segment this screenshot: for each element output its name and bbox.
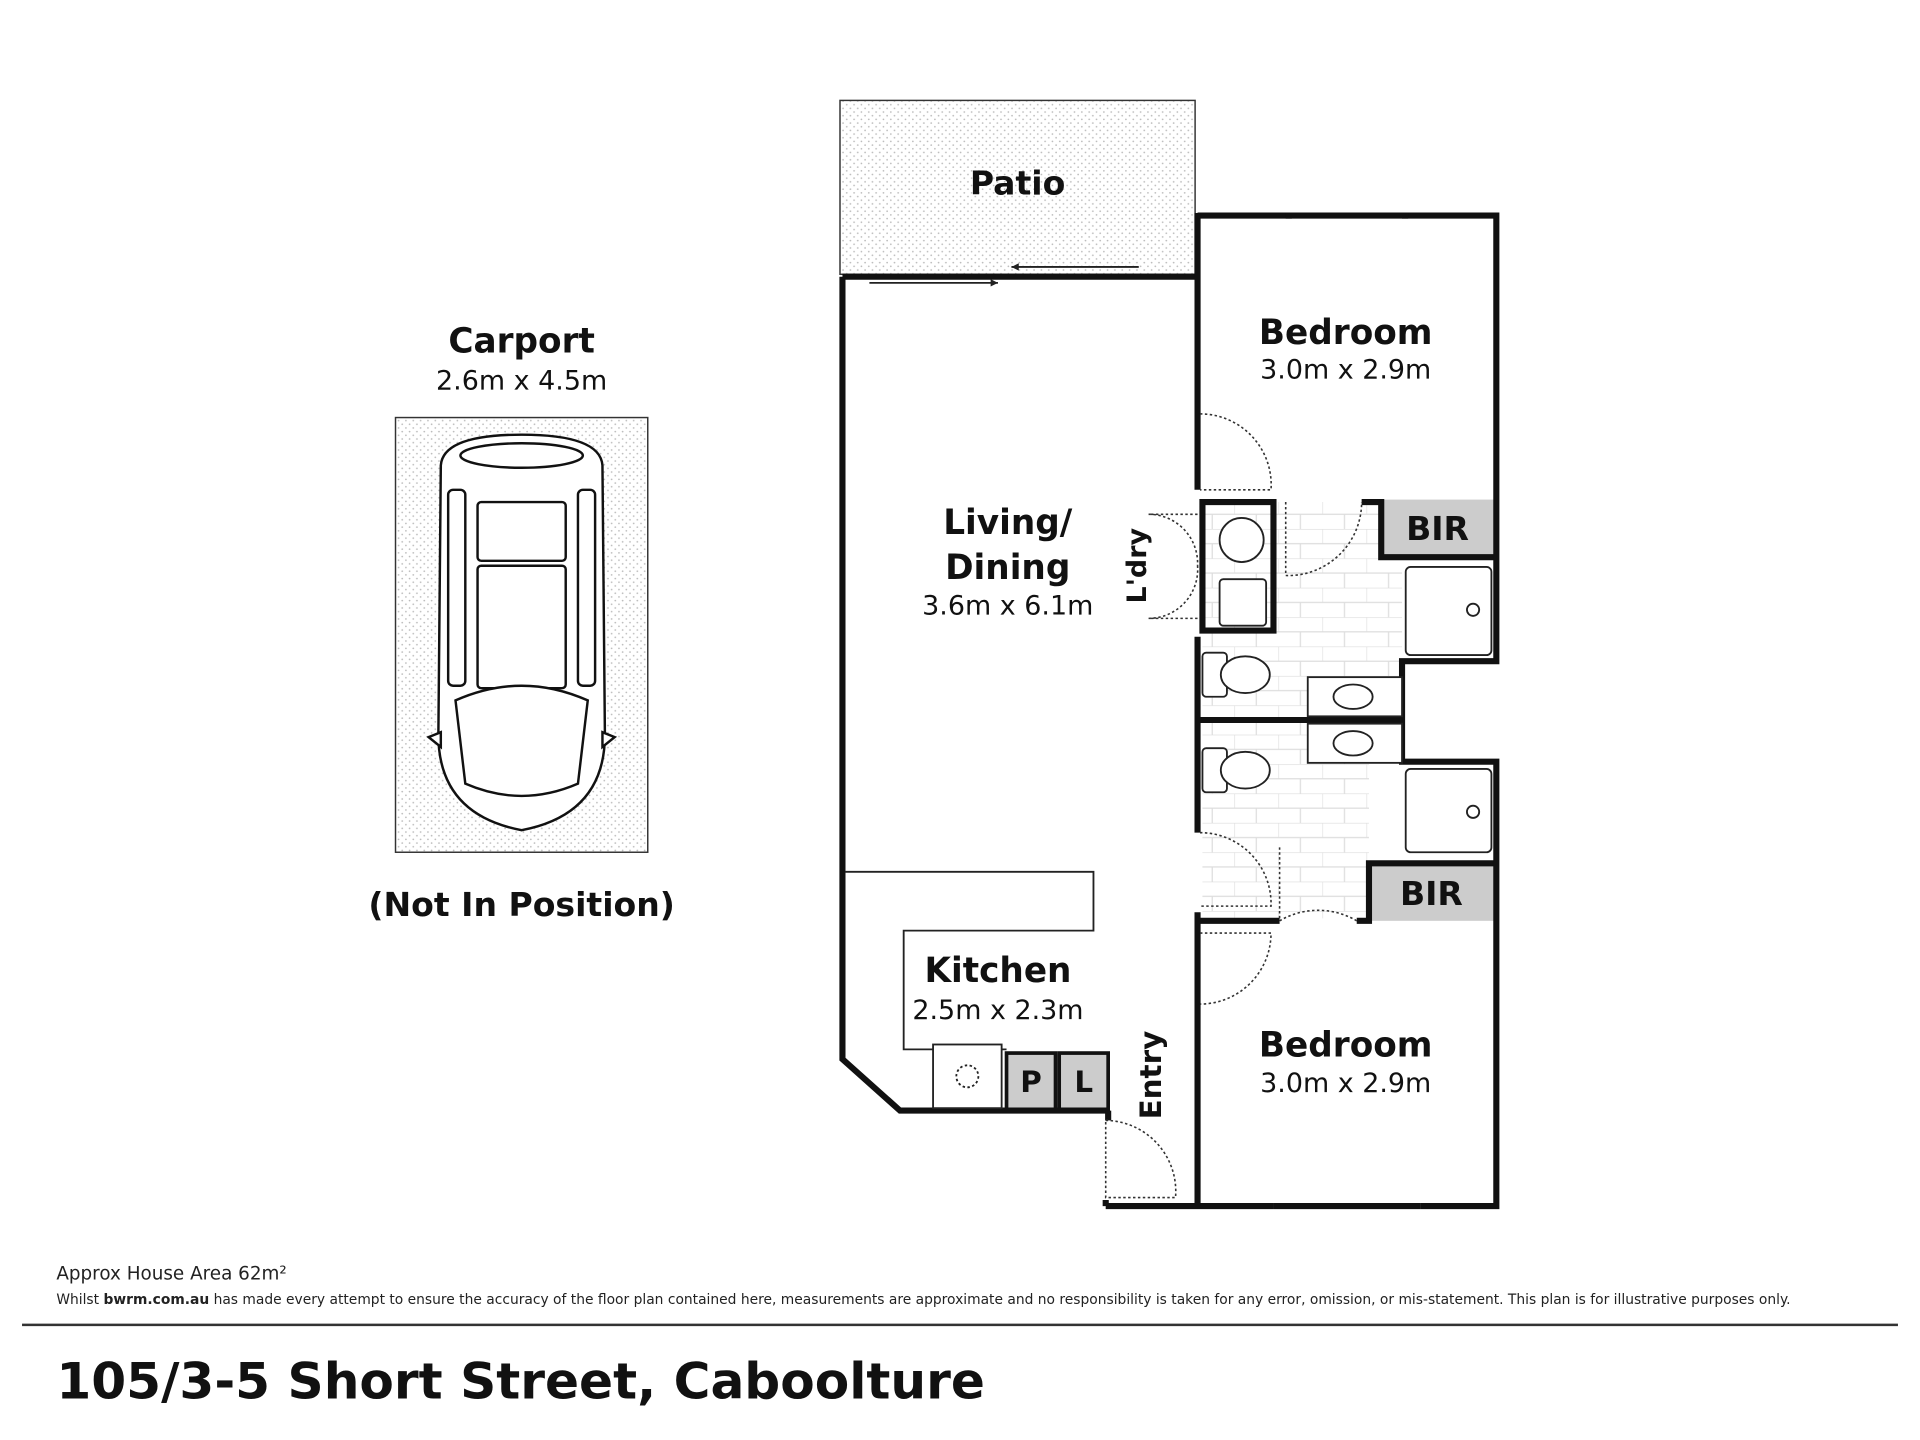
pantry: [1004, 1051, 1058, 1113]
living-label-2: Dining: [945, 548, 1070, 588]
car-icon: [426, 433, 618, 832]
bedroom-1-label: Bedroom: [1259, 313, 1433, 353]
disclaimer: Whilst bwrm.com.au has made every attemp…: [56, 1292, 1790, 1308]
living-size: 3.6m x 6.1m: [922, 591, 1093, 622]
bedroom-2-size: 3.0m x 2.9m: [1260, 1068, 1431, 1099]
bir-2: [1368, 863, 1494, 921]
laundry-tub-icon: [1218, 578, 1268, 627]
kitchen-bench: [844, 870, 1095, 1051]
washer-icon: [1218, 517, 1265, 563]
property-address: 105/3-5 Short Street, Caboolture: [56, 1351, 985, 1410]
linen: [1057, 1051, 1110, 1113]
laundry-label: L'dry: [1122, 528, 1153, 604]
pantry-label: P: [1020, 1065, 1042, 1099]
patio-label: Patio: [970, 164, 1065, 203]
kitchen-size: 2.5m x 2.3m: [912, 995, 1083, 1026]
bir-1-label: BIR: [1406, 509, 1469, 548]
linen-label: L: [1074, 1065, 1093, 1099]
carport: Carport 2.6m x 4.5m (Not In Position): [368, 322, 674, 924]
living-label-1: Living/: [943, 503, 1073, 543]
shower-2-icon: [1404, 768, 1493, 854]
bir-1: [1381, 499, 1494, 558]
doors: [1104, 413, 1363, 1199]
entry-label: Entry: [1134, 1031, 1168, 1120]
house-area: Approx House Area 62m²: [56, 1264, 286, 1285]
patio: Patio: [839, 99, 1196, 287]
carport-note: (Not In Position): [368, 885, 674, 924]
carport-label: Carport: [448, 322, 595, 362]
carport-size: 2.6m x 4.5m: [436, 365, 607, 396]
bedroom-2-label: Bedroom: [1259, 1026, 1433, 1066]
kitchen-label: Kitchen: [924, 951, 1071, 991]
shower-1-icon: [1404, 566, 1493, 657]
bedroom-1-size: 3.0m x 2.9m: [1260, 354, 1431, 385]
fixtures: [844, 517, 1493, 1110]
bir-2-label: BIR: [1400, 874, 1463, 913]
